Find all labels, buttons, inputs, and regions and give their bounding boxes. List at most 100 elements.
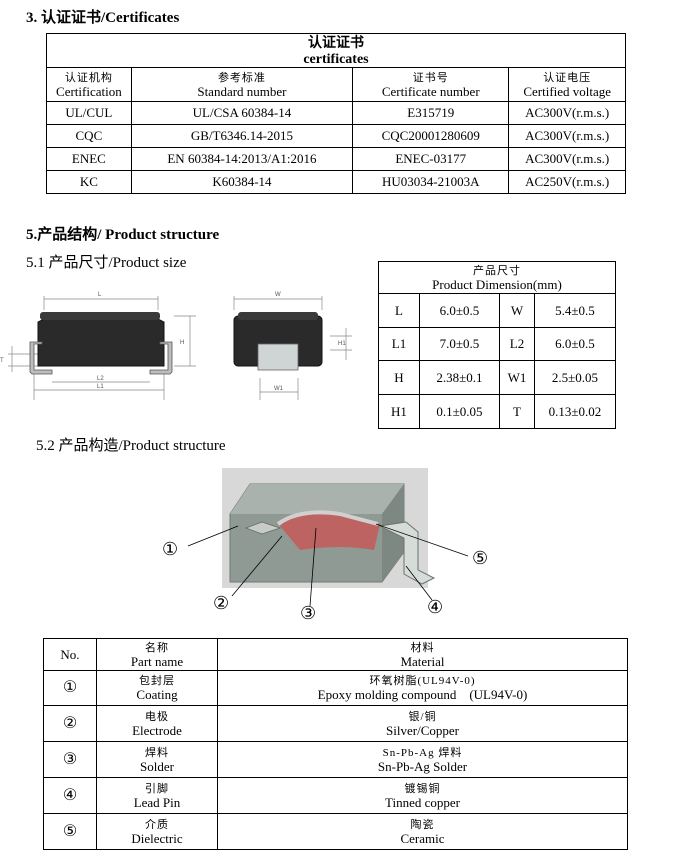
cert-cell: AC300V(r.m.s.) bbox=[508, 124, 626, 148]
part-name-en: Solder bbox=[140, 758, 174, 774]
part-name-en: Lead Pin bbox=[133, 794, 181, 810]
section-5-2-title: 5.2 产品构造/Product structure bbox=[36, 438, 226, 454]
callout-3: ③ bbox=[300, 603, 317, 623]
part-material-en: Sn-Pb-Ag Solder bbox=[377, 758, 468, 774]
part-no: ⑤ bbox=[43, 813, 97, 850]
section-5-1-title: 5.1 产品尺寸/Product size bbox=[26, 255, 187, 271]
cert-cell: CQC20001280609 bbox=[352, 124, 510, 148]
part-no: ② bbox=[43, 705, 97, 742]
dim-title-cn: 产品尺寸 bbox=[473, 264, 521, 277]
cert-header-en: Standard number bbox=[197, 83, 287, 99]
part-material-cn: 银/铜 bbox=[408, 710, 437, 723]
table-row: L1 7.0±0.5 L2 6.0±0.5 bbox=[378, 327, 616, 361]
dimension-table: 产品尺寸 Product Dimension(mm) L 6.0±0.5 W 5… bbox=[378, 261, 616, 429]
part-name-cn: 包封层 bbox=[139, 675, 175, 687]
part-no: ③ bbox=[43, 741, 97, 778]
dim-cell: 0.1±0.05 bbox=[419, 394, 500, 429]
part-material-en: Epoxy molding compound (UL94V-0) bbox=[317, 687, 528, 702]
part-name-cn: 电极 bbox=[145, 710, 169, 723]
callout-2: ② bbox=[213, 593, 230, 613]
dim-cell: 0.13±0.02 bbox=[534, 394, 616, 429]
table-row: CQC GB/T6346.14-2015 CQC20001280609 AC30… bbox=[46, 124, 626, 148]
dim-cell: W1 bbox=[499, 360, 535, 395]
dim-label: L1 bbox=[97, 384, 104, 390]
cert-cell: HU03034-21003A bbox=[352, 170, 510, 194]
table-row: UL/CUL UL/CSA 60384-14 E315719 AC300V(r.… bbox=[46, 101, 626, 125]
dim-label: W1 bbox=[274, 386, 284, 392]
dim-cell: W bbox=[499, 293, 535, 328]
table-row: ENEC EN 60384-14:2013/A1:2016 ENEC-03177… bbox=[46, 147, 626, 171]
section-3-title: 3. 认证证书/Certificates bbox=[26, 10, 180, 26]
callout-1: ① bbox=[162, 539, 179, 559]
part-name-en: Electrode bbox=[132, 722, 182, 738]
product-size-drawing: L H L2 L1 T W W1 H1 bbox=[0, 292, 352, 400]
cert-cell: ENEC bbox=[46, 147, 132, 171]
part-material-cn: 陶瓷 bbox=[410, 818, 435, 831]
parts-header-name-en: Part name bbox=[130, 653, 184, 669]
dim-cell: 6.0±0.5 bbox=[419, 293, 500, 328]
part-material-en: Ceramic bbox=[400, 830, 445, 846]
cert-header-cn: 证书号 bbox=[412, 71, 449, 84]
part-material-en: Tinned copper bbox=[385, 794, 460, 810]
dim-label: H bbox=[180, 340, 184, 346]
cert-table-title: 认证证书 certificates bbox=[46, 33, 626, 68]
cert-header-cn: 认证机构 bbox=[64, 71, 113, 84]
cert-cell: AC250V(r.m.s.) bbox=[508, 170, 626, 194]
dim-cell: 2.38±0.1 bbox=[419, 360, 500, 395]
cert-header-cn: 参考标准 bbox=[217, 71, 266, 84]
cert-cell: ENEC-03177 bbox=[352, 147, 510, 171]
dim-label: L bbox=[98, 292, 102, 298]
dim-cell: 5.4±0.5 bbox=[534, 293, 616, 328]
dim-cell: 7.0±0.5 bbox=[419, 327, 500, 361]
cert-cell: GB/T6346.14-2015 bbox=[130, 124, 354, 148]
dim-label: W bbox=[275, 292, 281, 298]
part-material-cn: 镀锡铜 bbox=[404, 782, 441, 795]
part-name-en: Coating bbox=[136, 687, 178, 702]
dim-cell: H bbox=[378, 360, 420, 395]
product-structure-illustration bbox=[222, 468, 436, 588]
dim-cell: 6.0±0.5 bbox=[534, 327, 616, 361]
callout-5: ⑤ bbox=[472, 548, 489, 568]
cert-header-cn: 认证电压 bbox=[543, 71, 592, 84]
callout-4: ④ bbox=[427, 597, 444, 617]
cert-cell: EN 60384-14:2013/A1:2016 bbox=[130, 147, 354, 171]
table-row: KC K60384-14 HU03034-21003A AC250V(r.m.s… bbox=[46, 170, 626, 194]
dim-label: L2 bbox=[97, 376, 104, 382]
cert-cell: UL/CSA 60384-14 bbox=[130, 101, 354, 125]
dim-cell: 2.5±0.05 bbox=[534, 360, 616, 395]
cert-header-en: Certified voltage bbox=[523, 83, 612, 99]
cert-title-en: certificates bbox=[303, 51, 369, 67]
cert-cell: K60384-14 bbox=[130, 170, 354, 194]
part-material-cn: 环氧树脂(UL94V-0) bbox=[369, 675, 476, 687]
cert-cell: E315719 bbox=[352, 101, 510, 125]
part-material-en: Silver/Copper bbox=[386, 722, 459, 738]
parts-header-name-cn: 名称 bbox=[145, 641, 169, 654]
cert-header-en: Certification bbox=[56, 83, 122, 99]
parts-header-no: No. bbox=[43, 638, 97, 671]
cert-cell: CQC bbox=[46, 124, 132, 148]
dim-table-title: 产品尺寸 Product Dimension(mm) bbox=[378, 261, 616, 294]
parts-header-mat-cn: 材料 bbox=[410, 641, 435, 654]
dim-label: H1 bbox=[338, 341, 346, 347]
part-name-en: Dielectric bbox=[131, 830, 183, 846]
part-no: ④ bbox=[43, 777, 97, 814]
dim-cell: L1 bbox=[378, 327, 420, 361]
dim-cell: T bbox=[499, 394, 535, 429]
dim-title-en: Product Dimension(mm) bbox=[432, 276, 562, 292]
dim-label: T bbox=[0, 358, 4, 364]
cert-cell: UL/CUL bbox=[46, 101, 132, 125]
dim-cell: L2 bbox=[499, 327, 535, 361]
cert-cell: AC300V(r.m.s.) bbox=[508, 147, 626, 171]
table-row: H1 0.1±0.05 T 0.13±0.02 bbox=[378, 394, 616, 429]
section-5-title: 5.产品结构/ Product structure bbox=[26, 227, 220, 243]
callout-lines bbox=[187, 523, 469, 607]
cert-cell: AC300V(r.m.s.) bbox=[508, 101, 626, 125]
